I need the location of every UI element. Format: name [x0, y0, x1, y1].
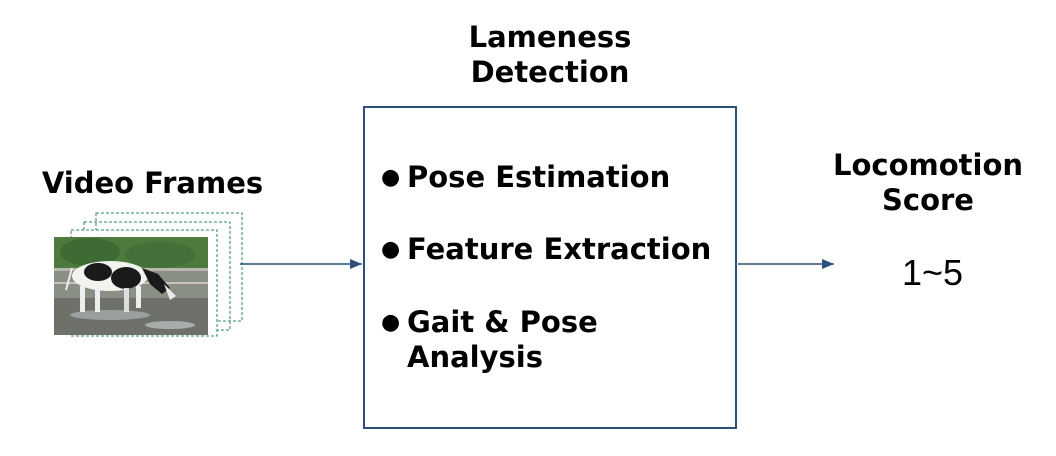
score-range-value: 1~5	[901, 252, 964, 293]
step-feature-extraction: ● Feature Extraction	[381, 232, 711, 267]
lameness-detection-box: ● Pose Estimation ● Feature Extraction ●…	[363, 106, 737, 429]
output-label-line-2: Score	[882, 183, 974, 217]
step-label-line-2: Analysis	[407, 340, 543, 374]
step-label-line-1: Gait & Pose	[407, 305, 598, 339]
bullet-icon: ●	[381, 310, 401, 335]
step-label: Pose Estimation	[407, 160, 671, 194]
step-label: Feature Extraction	[407, 232, 712, 266]
cow-figure	[65, 261, 176, 312]
video-frame-image	[54, 237, 208, 335]
step-gait-pose-analysis: ● Gait & Pose Analysis	[381, 305, 598, 375]
video-frames-label: Video Frames	[41, 166, 264, 200]
title-line-2: Detection	[470, 55, 630, 89]
bullet-icon: ●	[381, 165, 401, 190]
locomotion-score-label: Locomotion Score	[812, 148, 1044, 218]
output-label-line-1: Locomotion	[832, 148, 1024, 182]
bullet-icon: ●	[381, 237, 401, 262]
title-line-1: Lameness	[468, 20, 632, 54]
step-pose-estimation: ● Pose Estimation	[381, 160, 670, 195]
lameness-detection-title: Lameness Detection	[430, 20, 670, 90]
step-label-group: Gait & Pose Analysis	[407, 305, 598, 375]
